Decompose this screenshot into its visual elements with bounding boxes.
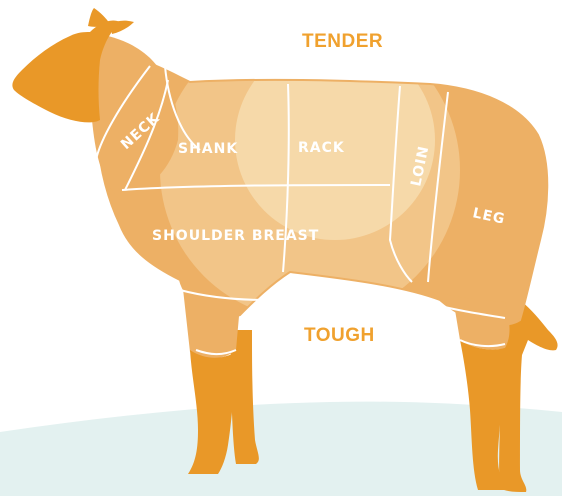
cut-label-shoulder-breast: SHOULDER BREAST <box>152 228 319 244</box>
cut-label-shank: SHANK <box>178 141 238 157</box>
tough-label: TOUGH <box>304 325 375 347</box>
cut-label-rack: RACK <box>298 140 345 156</box>
ear <box>88 8 110 27</box>
ear-right <box>110 21 134 34</box>
tender-label: TENDER <box>302 31 383 53</box>
